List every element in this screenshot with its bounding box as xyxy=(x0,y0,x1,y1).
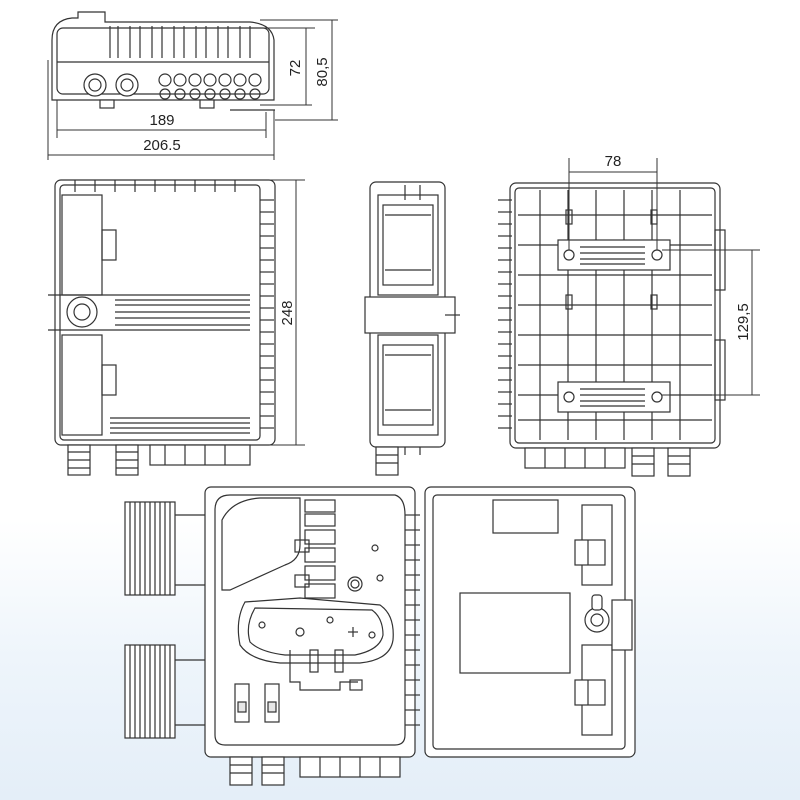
front-view-top-ribs xyxy=(74,180,236,192)
front-view-latch-band xyxy=(48,294,250,331)
side-view xyxy=(364,181,460,476)
front-view-bottom-slots xyxy=(110,417,250,434)
back-view-mount-bracket-top xyxy=(557,239,671,271)
open-view-cable-tray-top xyxy=(124,501,208,596)
cable-clamps xyxy=(234,649,363,723)
front-view xyxy=(48,179,276,476)
open-view xyxy=(124,486,636,786)
dimension-height: 248 xyxy=(279,300,296,325)
open-view-cable-tray-bottom xyxy=(124,644,208,739)
open-view-lid xyxy=(424,486,636,758)
dimension-overall-width: 206.5 xyxy=(143,137,181,154)
splice-tray-organizer xyxy=(237,597,394,664)
front-view-cable-glands xyxy=(67,444,251,476)
front-view-dimension-line xyxy=(270,179,305,446)
top-view-drop-ports xyxy=(158,73,262,100)
top-view xyxy=(51,11,275,111)
front-view-side-ribs xyxy=(260,199,274,429)
adapter-holders xyxy=(294,499,384,599)
back-view xyxy=(498,182,726,477)
back-view-mount-bracket-bottom xyxy=(557,381,671,413)
open-view-side-ribs xyxy=(405,514,420,726)
dimension-mount-spacing: 78 xyxy=(605,153,622,170)
back-view-dimension-lines xyxy=(568,158,760,396)
dimension-inner-width: 189 xyxy=(149,112,174,129)
top-view-ribs xyxy=(109,26,251,58)
dimension-mount-height: 129,5 xyxy=(735,303,752,341)
dimension-depth-inner: 72 xyxy=(287,60,304,77)
open-view-base xyxy=(204,486,420,786)
open-view-cable-glands xyxy=(229,756,401,786)
top-view-cable-glands xyxy=(83,73,139,97)
top-view-dimension-lines xyxy=(47,19,338,160)
back-view-side-ribs xyxy=(498,199,512,429)
dimension-depth-overall: 80,5 xyxy=(314,57,331,86)
